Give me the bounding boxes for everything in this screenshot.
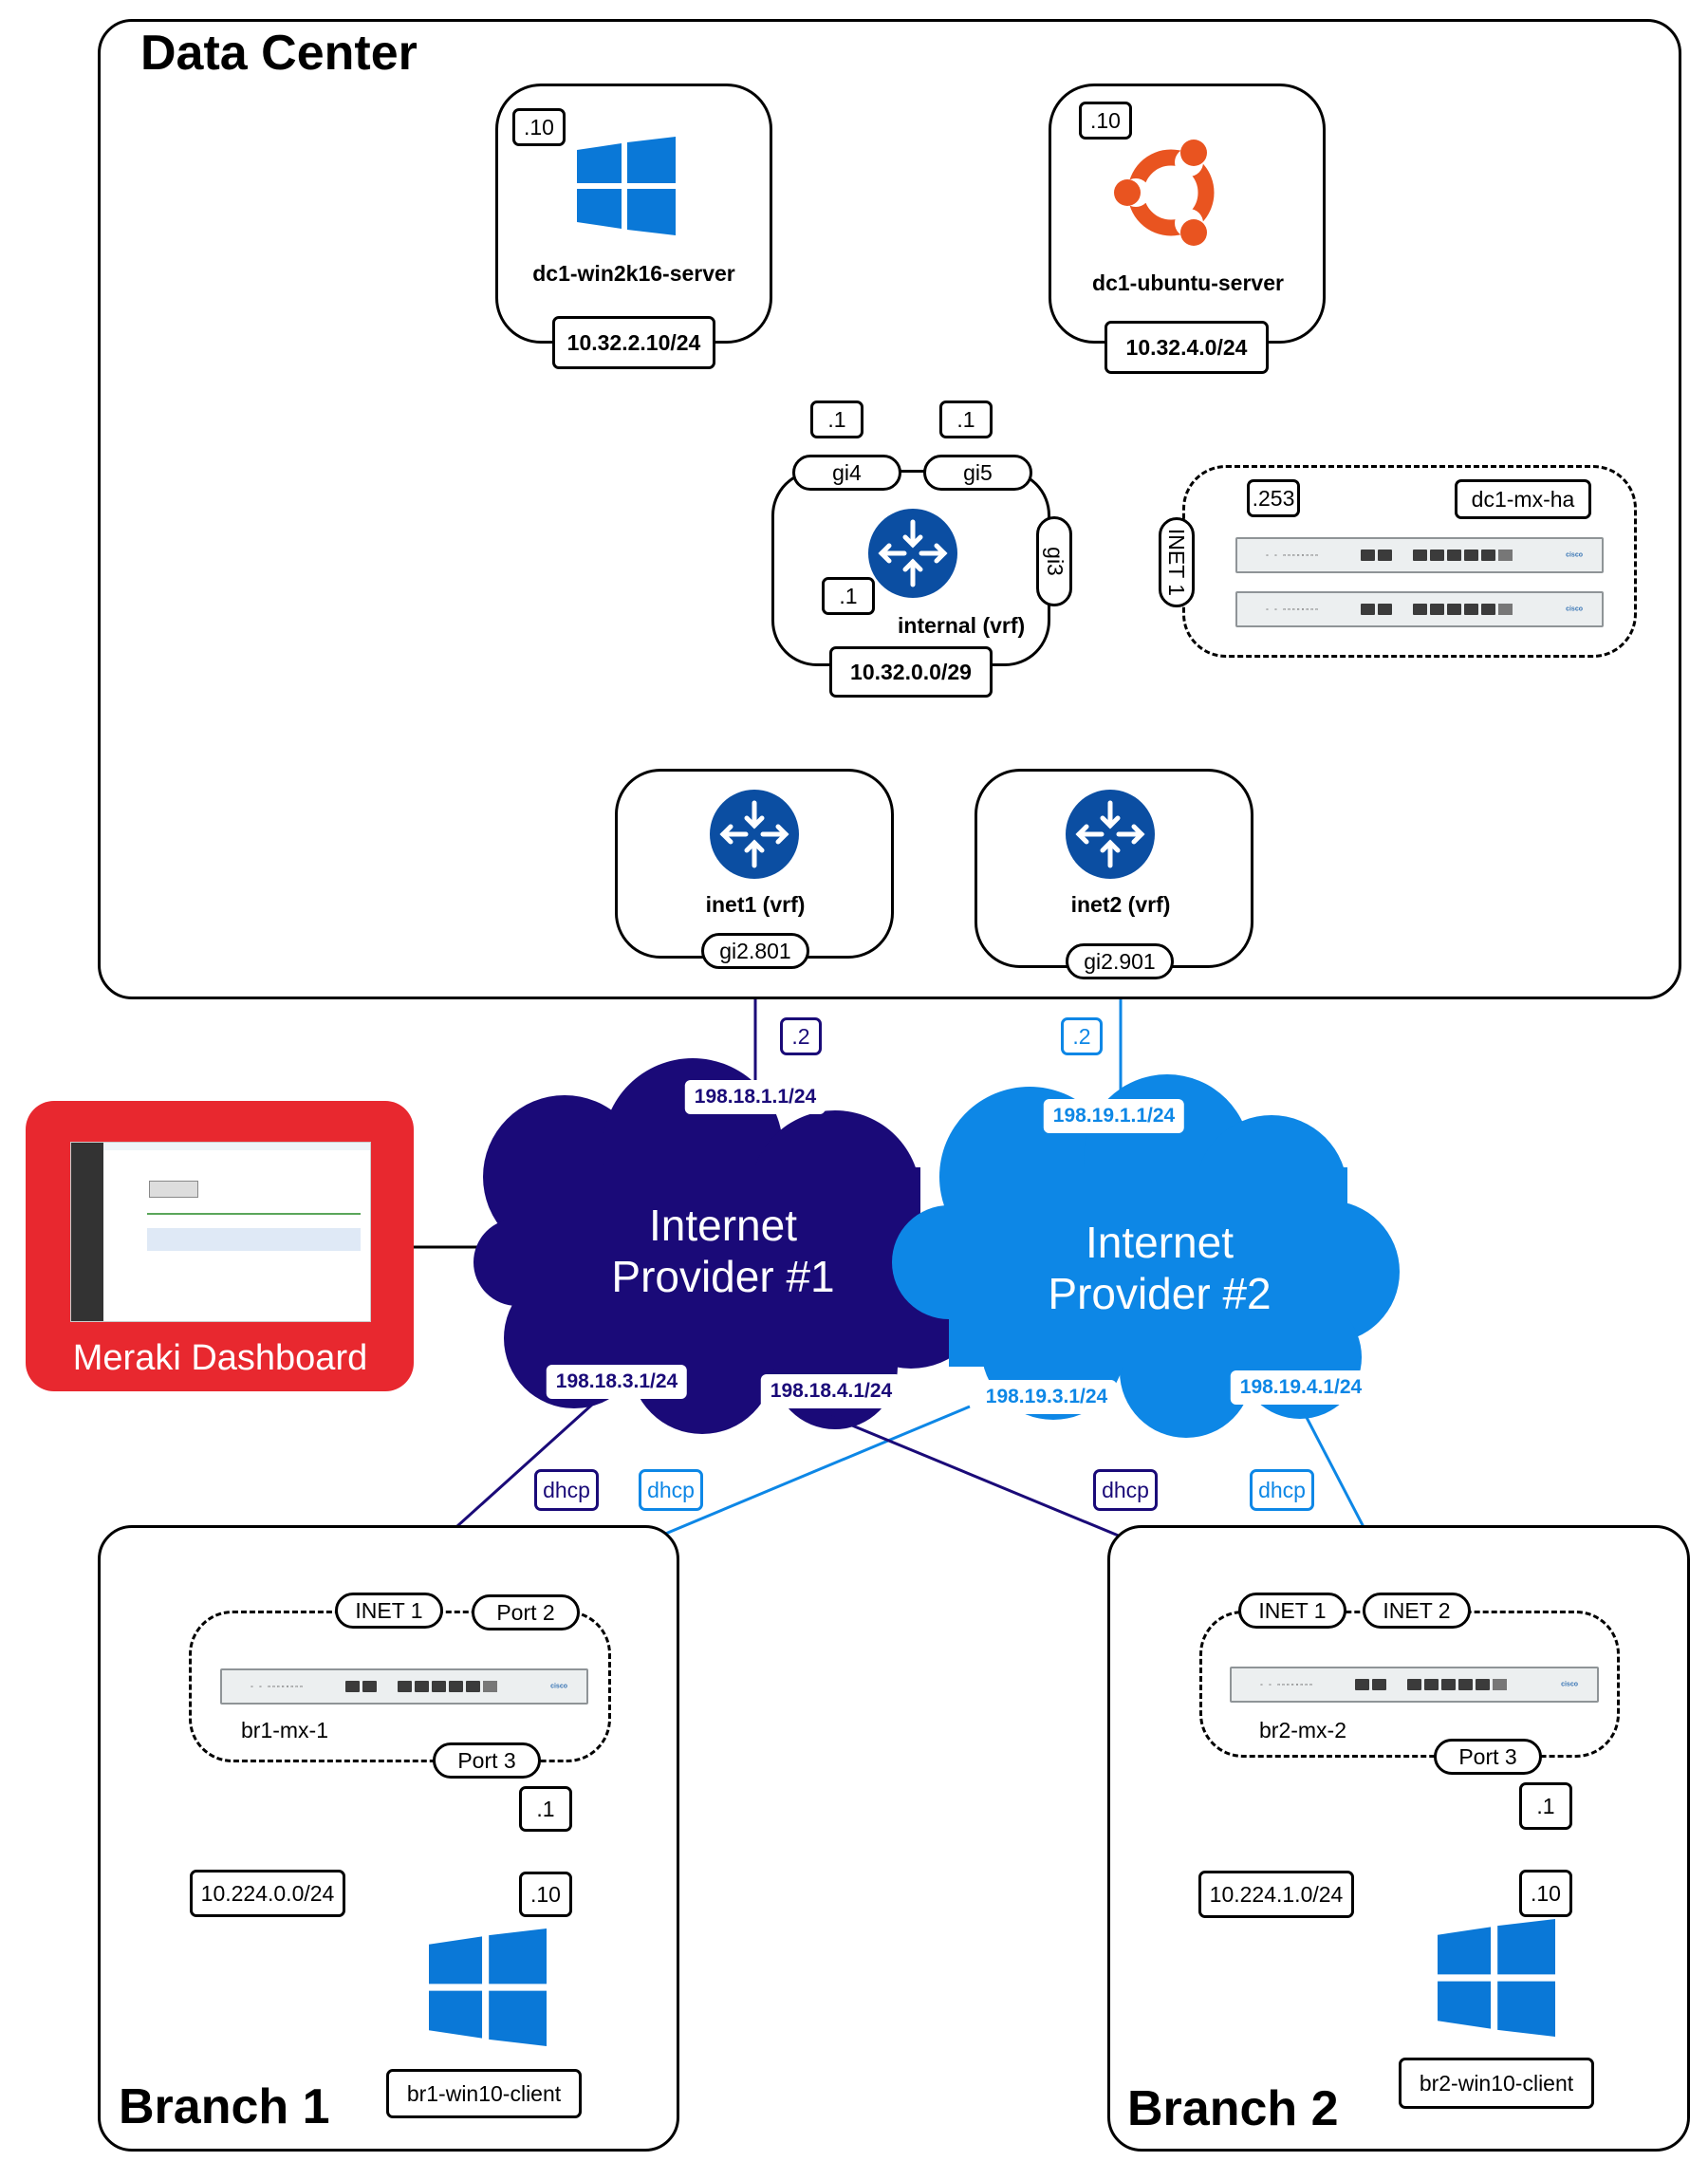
lan-subnet-box: 10.224.0.0/24 — [190, 1870, 345, 1917]
windows-logo-icon — [429, 1928, 547, 2046]
isp2-label-line2: Provider #2 — [1048, 1269, 1272, 1319]
port-port3: Port 3 — [433, 1742, 541, 1779]
interface-gi5: gi5 — [923, 455, 1032, 491]
gi4-host-box: .1 — [810, 401, 863, 438]
client-name-box: br1-win10-client — [386, 2069, 582, 2118]
port-inet1: INET 1 — [1159, 517, 1195, 607]
server-name: dc1-ubuntu-server — [1092, 270, 1284, 295]
dhcp-badge: dhcp — [1250, 1469, 1314, 1511]
dashboard-device-thumb — [149, 1181, 198, 1198]
router-host-box: .1 — [822, 577, 875, 615]
router-name: inet2 (vrf) — [1070, 892, 1171, 917]
subnet-box: 10.32.2.10/24 — [552, 316, 715, 369]
site-title-branch1: Branch 1 — [119, 2079, 330, 2134]
subnet-box: 10.32.4.0/24 — [1105, 321, 1269, 374]
router-icon — [868, 509, 957, 598]
gw-host-box: .1 — [519, 1786, 572, 1832]
dashboard-label: Meraki Dashboard — [72, 1338, 368, 1378]
mx-name: br2-mx-2 — [1259, 1718, 1347, 1742]
client-name-box: br2-win10-client — [1399, 2058, 1594, 2109]
router-icon — [710, 790, 799, 879]
wan-subnet-label: 198.19.3.1/24 — [975, 1380, 1118, 1414]
mx-name-box: dc1-mx-ha — [1455, 479, 1591, 519]
client-host-box: .10 — [1519, 1870, 1572, 1917]
wan-subnet-label: 198.18.3.1/24 — [546, 1365, 688, 1399]
dashboard-chart-strip — [147, 1228, 361, 1251]
ubuntu-logo-icon — [1114, 140, 1215, 246]
host-ip-box: .10 — [1079, 102, 1132, 140]
port-port2: Port 2 — [472, 1594, 580, 1630]
router-arrows — [1075, 800, 1145, 868]
router-name: internal (vrf) — [898, 613, 1026, 638]
gi5-host-box: .1 — [939, 401, 993, 438]
wan-subnet-label: 198.19.4.1/24 — [1230, 1370, 1372, 1405]
dashboard-screenshot — [70, 1142, 371, 1322]
dhcp-badge: dhcp — [639, 1469, 703, 1511]
dashboard-graph-line — [147, 1213, 361, 1215]
router-icon — [1066, 790, 1155, 879]
inet1-host-box: .2 — [780, 1017, 822, 1055]
isp1-label-line1: Internet — [648, 1201, 797, 1250]
port-inet2: INET 2 — [1363, 1593, 1471, 1629]
lan-subnet-box: 10.224.1.0/24 — [1198, 1871, 1354, 1918]
meraki-mx-appliance-icon: ◦ ◦ ▫▫▫▫▫▫▫▫ cisco — [1235, 537, 1604, 573]
interface-gi3: gi3 — [1036, 516, 1072, 606]
mx-name: br1-mx-1 — [241, 1718, 329, 1742]
dhcp-badge: dhcp — [1093, 1469, 1158, 1511]
router-name: inet1 (vrf) — [705, 892, 806, 917]
meraki-mx-appliance-icon: ◦ ◦ ▫▫▫▫▫▫▫▫ cisco — [220, 1668, 588, 1705]
interface-gi4: gi4 — [792, 455, 901, 491]
isp2-label: Internet Provider #2 — [1048, 1217, 1271, 1320]
meraki-mx-appliance-icon: ◦ ◦ ▫▫▫▫▫▫▫▫ cisco — [1235, 591, 1604, 627]
server-name: dc1-win2k16-server — [532, 261, 735, 286]
cloud-icon-isp1 — [473, 1058, 989, 1434]
isp1-label-line2: Provider #1 — [611, 1252, 835, 1302]
inet2-host-box: .2 — [1061, 1017, 1103, 1055]
interface-gi2-801: gi2.801 — [701, 933, 809, 969]
gw-host-box: .1 — [1519, 1782, 1572, 1830]
site-title-branch2: Branch 2 — [1127, 2081, 1339, 2136]
interface-gi2-901: gi2.901 — [1066, 943, 1174, 979]
mx-host-box: .253 — [1247, 479, 1300, 517]
subnet-box: 10.32.0.0/29 — [829, 646, 993, 698]
wan-subnet-label: 198.18.1.1/24 — [684, 1080, 826, 1114]
wan-subnet-label: 198.19.1.1/24 — [1043, 1099, 1185, 1133]
dashboard-sidebar — [71, 1143, 103, 1321]
router-arrows — [878, 519, 948, 587]
dhcp-badge: dhcp — [534, 1469, 599, 1511]
port-port3: Port 3 — [1434, 1739, 1542, 1775]
isp1-label: Internet Provider #1 — [611, 1200, 834, 1303]
port-inet1: INET 1 — [1238, 1593, 1346, 1629]
windows-logo-icon — [1438, 1919, 1555, 2037]
router-arrows — [719, 800, 789, 868]
windows-logo-icon — [577, 137, 676, 235]
site-title-data-center: Data Center — [140, 26, 418, 81]
dashboard-topbar — [103, 1143, 370, 1150]
client-host-box: .10 — [519, 1872, 572, 1917]
port-inet1: INET 1 — [335, 1593, 443, 1629]
host-ip-box: .10 — [512, 108, 566, 146]
isp2-label-line1: Internet — [1085, 1218, 1234, 1267]
wan-subnet-label: 198.18.4.1/24 — [760, 1374, 902, 1408]
meraki-mx-appliance-icon: ◦ ◦ ▫▫▫▫▫▫▫▫ cisco — [1230, 1667, 1599, 1703]
